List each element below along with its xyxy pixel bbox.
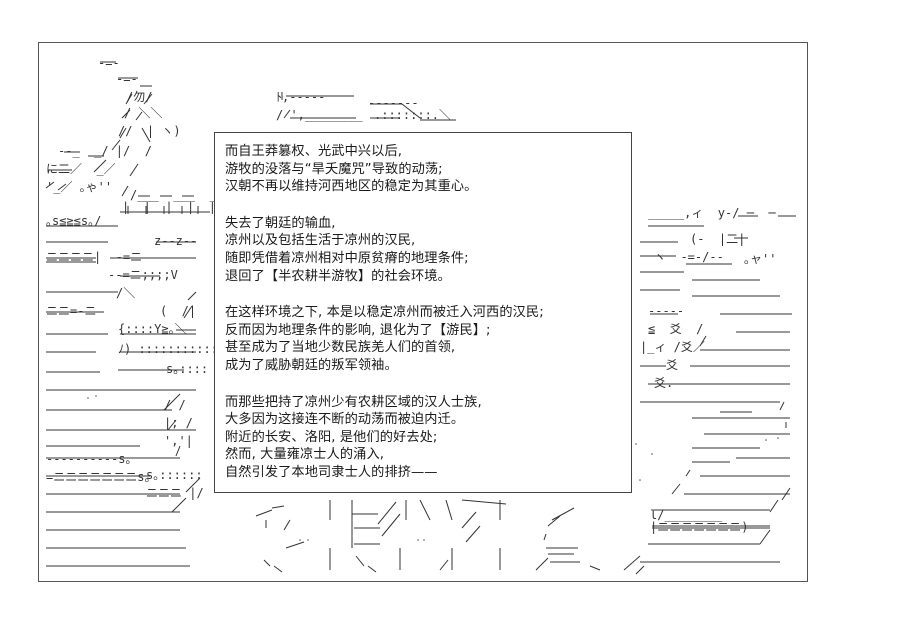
art-fragment: // | ヽ): [118, 124, 181, 138]
art-fragment: -=-: [98, 56, 120, 70]
narration-box: 而自王莽篡权、光武中兴以后, 游牧的没落与“旱夭魔咒”导致的动荡; 汉朝不再以维…: [214, 132, 632, 493]
art-fragment: 爻.: [654, 376, 674, 390]
art-fragment: / ＼＼: [124, 106, 163, 120]
narration-line: 汉朝不再以维持河西地区的稳定为其重心。: [225, 179, 478, 195]
narration-line: 而那些把持了凉州少有农耕区域的汉人士族,: [225, 394, 482, 410]
narration-line: 退回了【半农耕半游牧】的社会环境。: [225, 268, 451, 284]
art-fragment: -------: [368, 96, 419, 110]
art-fragment: |; /: [164, 416, 193, 430]
narration-line: 大多因为这接连不断的动荡而被迫内迁。: [225, 412, 465, 428]
narration-line: 随即凭借着凉州相对中原贫瘠的地理条件;: [225, 250, 469, 266]
art-fragment: | | | | |: [122, 200, 216, 214]
art-fragment: l/________: [650, 508, 723, 522]
art-fragment: ≦ 爻 /: [648, 322, 704, 336]
narration-line: 而自王莽篡权、光武中兴以后,: [225, 144, 403, 159]
art-fragment: ｡ャ'': [744, 252, 777, 266]
art-fragment: /＼: [116, 286, 136, 300]
art-fragment: (- |二|: [690, 232, 746, 246]
art-fragment: ニニニ |/: [146, 486, 204, 500]
art-fragment: .:::::::.＼: [374, 108, 452, 122]
scene-frame: [38, 42, 808, 582]
art-fragment: |ニニニニニニニ): [650, 520, 749, 534]
narration-line: 附近的长安、洛阳, 是他们的好去处;: [225, 429, 438, 445]
art-fragment: -----: [648, 304, 685, 318]
art-fragment: ﾄ,-----: [276, 90, 326, 104]
art-fragment: 爻: [666, 358, 679, 372]
narration-paragraph: 在这样环境之下, 本是以稳定凉州而被迁入河西的汉民; 反而因为地理条件的影响, …: [225, 304, 621, 374]
narration-line: 游牧的没落与“旱夭魔咒”导致的动荡;: [225, 161, 443, 177]
narration-paragraph: 而自王莽篡权、光武中兴以后, 游牧的没落与“旱夭魔咒”导致的动荡; 汉朝不再以维…: [225, 143, 621, 196]
art-fragment: ----------s｡: [46, 452, 132, 466]
narration-paragraph: 失去了朝廷的输血, 凉州以及包括生活于凉州的汉民, 随即凭借着凉州相对中原贫瘠的…: [225, 215, 621, 285]
art-fragment: --=ニ;;;;V: [108, 268, 178, 282]
narration-line: 失去了朝廷的输血,: [225, 215, 336, 231]
art-fragment: / ',________: [276, 108, 363, 122]
art-fragment: s｡::::::: [146, 468, 203, 482]
art-fragment: s｡::::: [166, 362, 209, 376]
art-fragment: ヽ -=-/--: [654, 250, 724, 264]
narration-paragraph: 而那些把持了凉州少有农耕区域的汉人士族, 大多因为这接连不断的动荡而被迫内迁。 …: [225, 394, 621, 482]
narration-line: 成为了威胁朝廷的叛军领袖。: [225, 357, 398, 373]
art-fragment: ( /|: [160, 304, 197, 318]
art-fragment: / /: [164, 398, 186, 412]
art-fragment: ﾉ) ::::::::::::: [118, 342, 226, 356]
art-fragment: _____,ィ y‐/ ─ ─: [648, 206, 776, 220]
art-fragment: --_ _/ |/ /: [58, 144, 152, 158]
art-fragment: に二／ _／: [46, 162, 116, 176]
art-fragment: ｡s≦≧≦s｡/: [46, 214, 102, 228]
narration-line: 然而, 大量雍凉士人的涌入,: [225, 447, 385, 463]
art-fragment: ニニ=-ニ: [46, 304, 97, 318]
art-fragment: '_／ ｡ゃ'': [46, 180, 113, 194]
art-fragment: z--z--: [154, 234, 198, 248]
narration-line: 自然引发了本地司隶士人的排挤——: [225, 464, 438, 480]
narration-line: 甚至成为了当地少数民族羌人们的首领,: [225, 340, 456, 356]
art-fragment: /勿/: [126, 90, 153, 104]
art-fragment: ニニニニ| -=ニ: [46, 250, 143, 264]
art-fragment: |_ィ /爻／: [640, 340, 705, 354]
art-fragment: ','|: [164, 434, 193, 448]
art-fragment: =ニニニニニニニs｡: [46, 470, 151, 484]
narration-line: 在这样环境之下, 本是以稳定凉州而被迁入河西的汉民;: [225, 305, 544, 321]
narration-line: 反而因为地理条件的影响, 退化为了【游民】;: [225, 322, 491, 338]
art-fragment: {::::Y≧｡＼: [118, 322, 187, 336]
narration-line: 凉州以及包括生活于凉州的汉民,: [225, 233, 416, 249]
art-fragment: -=-: [116, 72, 138, 86]
